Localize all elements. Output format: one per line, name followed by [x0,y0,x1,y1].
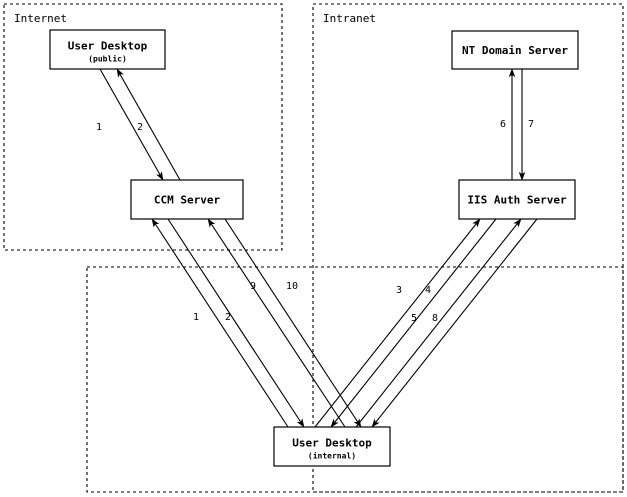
flow-1-user-desktop-internal-to-ccm-server: 1 [151,218,289,428]
node-box-ccm-server[interactable] [130,179,244,220]
zone-border-internet [3,3,283,251]
flow-label-4: 4 [425,285,431,296]
flow-7-nt-domain-server-to-iis-auth-server: 7 [518,69,534,181]
zone-border-internal [86,266,624,493]
zone-internal [86,266,624,493]
node-box-user-desktop-public[interactable] [49,29,166,70]
node-subtitle-user-desktop-internal: (internal) [308,451,356,461]
flow-label-1: 1 [193,312,199,323]
node-title-user-desktop-internal: User Desktop [292,437,372,450]
node-title-iis-auth-server: IIS Auth Server [467,194,567,207]
node-ccm-server[interactable]: CCM Server [130,179,244,220]
node-box-iis-auth-server[interactable] [458,179,576,220]
flow-9-user-desktop-internal-to-ccm-server: 9 [207,218,346,428]
flow-line-3 [314,218,481,428]
flow-label-2: 2 [225,312,231,323]
flow-label-5: 5 [411,313,417,324]
node-box-nt-domain-server[interactable] [451,30,579,70]
node-iis-auth-server[interactable]: IIS Auth Server [458,179,576,220]
flow-label-3: 3 [396,285,402,296]
flow-3-user-desktop-internal-to-iis-auth-server: 3 [314,218,481,428]
flow-label-8: 8 [432,313,438,324]
flows-layer: 1 2 1 2 9 10 3 4 5 8 6 7 [96,68,538,428]
flow-5-user-desktop-internal-to-iis-auth-server: 5 [355,218,522,428]
zone-label-intranet: Intranet [323,12,376,25]
flow-8-iis-auth-server-to-user-desktop-internal: 8 [371,218,538,428]
node-box-user-desktop-internal[interactable] [273,426,391,467]
node-nt-domain-server[interactable]: NT Domain Server [451,30,579,70]
flow-line-9 [207,218,346,428]
node-title-ccm-server: CCM Server [154,194,221,207]
flow-line-1 [99,68,164,181]
flow-label-9: 9 [250,281,256,292]
node-title-nt-domain-server: NT Domain Server [462,44,568,57]
node-subtitle-user-desktop-public: (public) [88,54,127,64]
flow-2-ccm-server-to-user-desktop-internal: 2 [167,218,305,428]
zone-border-intranet [312,3,624,493]
flow-label-6: 6 [500,119,506,130]
flow-1-user-desktop-public-to-ccm-server: 1 [96,68,164,181]
node-user-desktop-public[interactable]: User Desktop(public) [49,29,166,70]
zones-layer: Internet Intranet [3,3,624,493]
flow-line-2 [116,68,181,181]
flow-label-2: 2 [137,122,143,133]
flow-line-1 [151,218,289,428]
flow-line-8 [371,218,538,428]
flow-10-ccm-server-to-user-desktop-internal: 10 [224,218,362,428]
flow-4-iis-auth-server-to-user-desktop-internal: 4 [330,218,497,428]
zone-label-internet: Internet [14,12,67,25]
node-user-desktop-internal[interactable]: User Desktop(internal) [273,426,391,467]
flow-line-5 [355,218,522,428]
zone-intranet: Intranet [312,3,624,493]
flow-label-10: 10 [286,281,298,292]
flow-label-1: 1 [96,122,102,133]
flow-line-10 [224,218,362,428]
node-title-user-desktop-public: User Desktop [68,40,148,53]
flow-label-7: 7 [528,119,534,130]
flow-2-ccm-server-to-user-desktop-public: 2 [116,68,181,181]
flow-6-iis-auth-server-to-nt-domain-server: 6 [500,68,516,180]
zone-internet: Internet [3,3,283,251]
flow-line-2 [167,218,305,428]
flow-line-4 [330,218,497,428]
